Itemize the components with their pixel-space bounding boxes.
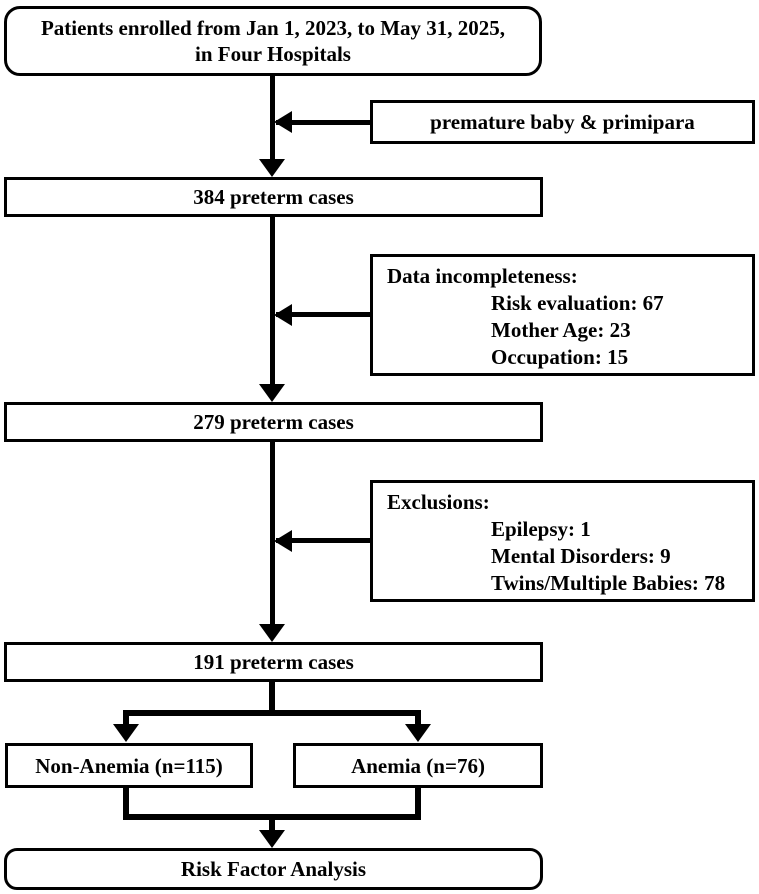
arrowhead-384-to-279 xyxy=(259,384,285,402)
anemia-box: Anemia (n=76) xyxy=(293,743,543,788)
preterm-191-box: 191 preterm cases xyxy=(4,642,543,682)
preterm-191-label: 191 preterm cases xyxy=(193,650,354,674)
enrollment-line-1: Patients enrolled from Jan 1, 2023, to M… xyxy=(40,16,506,40)
line-split-to-non-anemia xyxy=(123,714,129,726)
line-split-to-anemia xyxy=(415,714,421,726)
arrowhead-exclusions-to-main xyxy=(274,530,292,552)
preterm-279-box: 279 preterm cases xyxy=(4,402,543,442)
data-incompleteness-title: Data incompleteness: xyxy=(387,264,578,288)
line-279-to-191 xyxy=(270,442,275,624)
line-premature-to-main xyxy=(276,120,370,125)
preterm-384-label: 384 preterm cases xyxy=(193,185,354,209)
preterm-384-box: 384 preterm cases xyxy=(4,177,543,217)
arrowhead-enroll-to-384 xyxy=(259,159,285,177)
line-incompleteness-to-main xyxy=(276,312,370,317)
line-merge-horizontal xyxy=(123,814,421,820)
arrowhead-split-to-anemia xyxy=(405,724,431,742)
exclusions-item: Twins/Multiple Babies: 78 xyxy=(491,571,726,595)
non-anemia-label: Non-Anemia (n=115) xyxy=(35,753,223,778)
non-anemia-box: Non-Anemia (n=115) xyxy=(5,743,253,788)
data-incompleteness-item: Risk evaluation: 67 xyxy=(491,291,664,315)
arrowhead-split-to-non-anemia xyxy=(113,724,139,742)
line-anemia-to-merge xyxy=(415,788,421,820)
enrollment-line-2: in Four Hospitals xyxy=(195,42,351,66)
arrowhead-premature-to-main xyxy=(274,111,292,133)
line-split-horizontal xyxy=(123,710,421,716)
exclusions-title: Exclusions: xyxy=(387,490,490,514)
data-incompleteness-item: Mother Age: 23 xyxy=(491,318,631,342)
arrowhead-merge-to-final xyxy=(259,830,285,848)
arrowhead-incompleteness-to-main xyxy=(274,304,292,326)
anemia-label: Anemia (n=76) xyxy=(351,753,485,778)
premature-primipara-box: premature baby & primipara xyxy=(370,100,755,144)
enrollment-box: Patients enrolled from Jan 1, 2023, to M… xyxy=(4,6,542,76)
exclusions-item: Epilepsy: 1 xyxy=(491,517,591,541)
line-non-anemia-to-merge xyxy=(123,788,129,820)
line-enroll-to-384 xyxy=(270,76,275,162)
risk-factor-analysis-box: Risk Factor Analysis xyxy=(4,848,543,890)
exclusions-box: Exclusions: Epilepsy: 1 Mental Disorders… xyxy=(370,480,755,602)
arrowhead-279-to-191 xyxy=(259,624,285,642)
line-191-to-split xyxy=(269,682,275,716)
data-incompleteness-item: Occupation: 15 xyxy=(491,345,629,369)
line-exclusions-to-main xyxy=(276,538,370,543)
risk-factor-analysis-label: Risk Factor Analysis xyxy=(180,857,367,881)
preterm-279-label: 279 preterm cases xyxy=(193,410,354,434)
line-merge-to-final xyxy=(269,820,275,831)
exclusions-item: Mental Disorders: 9 xyxy=(491,544,671,568)
premature-primipara-label: premature baby & primipara xyxy=(430,110,695,134)
data-incompleteness-box: Data incompleteness: Risk evaluation: 67… xyxy=(370,254,755,376)
line-384-to-279 xyxy=(270,217,275,387)
